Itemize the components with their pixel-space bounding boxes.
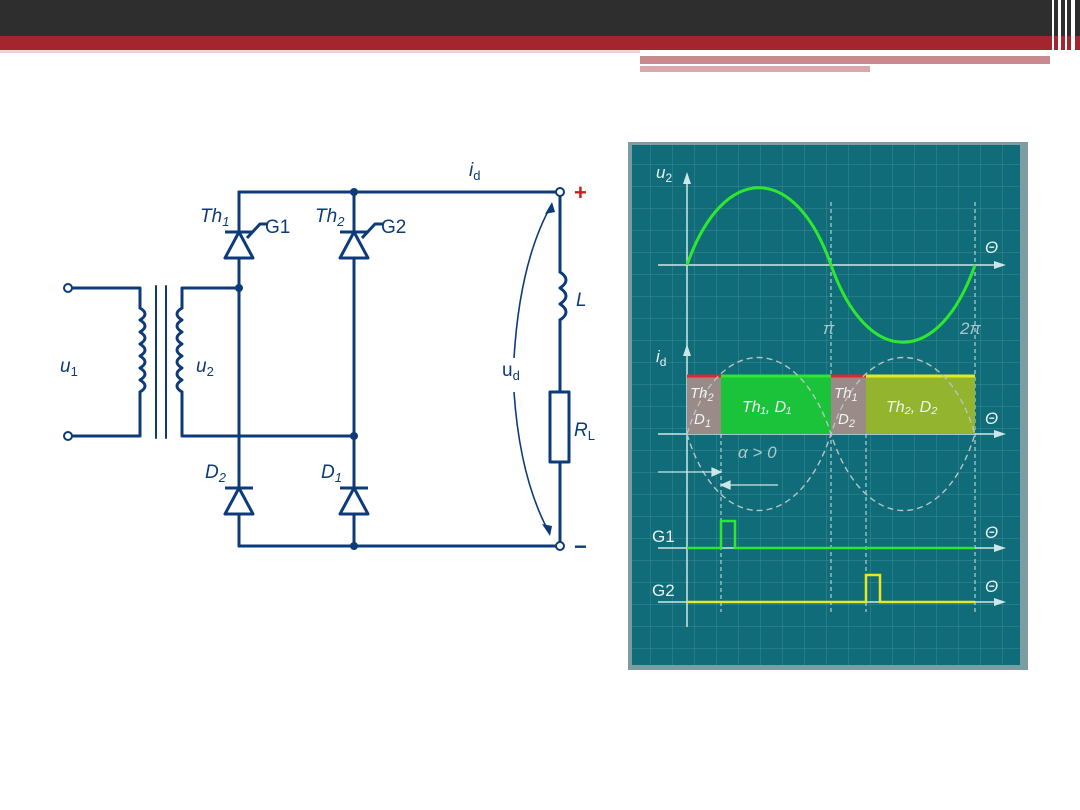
id-label: id bbox=[656, 347, 666, 369]
primary-coil bbox=[138, 306, 147, 394]
theta-label-id: Θ bbox=[985, 409, 998, 428]
slide-accent-strip-short bbox=[640, 66, 870, 72]
input-terminal-bottom bbox=[63, 431, 73, 441]
secondary-coil bbox=[175, 306, 184, 394]
id-segment-th2-d1 bbox=[687, 376, 721, 434]
slide-top-bar bbox=[0, 0, 1080, 36]
seg3-top-label: Th1 bbox=[834, 385, 858, 404]
seg4-label: Th₂, D₂ bbox=[886, 399, 937, 416]
input-wire-top bbox=[66, 286, 142, 310]
theta-label-g2: Θ bbox=[985, 577, 998, 596]
label-th2: Th2 bbox=[315, 206, 345, 229]
g2-pulse-trace bbox=[687, 573, 975, 604]
id-segment-th1-d1 bbox=[721, 376, 831, 434]
theta-label-g1: Θ bbox=[985, 523, 998, 542]
u2-sine-wave bbox=[685, 186, 977, 344]
label-resistor: RL bbox=[574, 420, 595, 443]
label-g1: G1 bbox=[265, 217, 290, 238]
label-inductor: L bbox=[576, 290, 587, 311]
label-plus: + bbox=[574, 180, 587, 205]
seg1-top-label: Th2 bbox=[690, 385, 714, 404]
diode-d2 bbox=[223, 486, 255, 516]
label-d2: D2 bbox=[205, 462, 227, 485]
slide-accent-strip bbox=[640, 56, 1050, 64]
output-terminal-minus bbox=[555, 541, 565, 551]
ud-arc-lower bbox=[513, 391, 551, 535]
input-wire-bottom bbox=[66, 414, 142, 438]
theta-label-u2: Θ bbox=[985, 238, 998, 257]
id-segment-th2-d2 bbox=[866, 376, 975, 434]
label-d1: D1 bbox=[321, 462, 342, 485]
rectifier-circuit-diagram: Th1 G1 Th2 G2 id L RL ud u1 u2 D2 D1 + − bbox=[60, 160, 595, 559]
label-id: id bbox=[469, 160, 480, 183]
g1-pulse-trace bbox=[687, 519, 975, 550]
seg1-bottom-label: D1 bbox=[694, 411, 711, 430]
pi-label: π bbox=[823, 319, 835, 338]
label-ud: ud bbox=[502, 360, 520, 383]
inductor-l bbox=[558, 270, 568, 322]
label-g2: G2 bbox=[381, 217, 406, 238]
u2-label: u2 bbox=[656, 163, 672, 185]
thyristor-th1 bbox=[223, 222, 268, 260]
g1-label: G1 bbox=[652, 527, 675, 546]
input-terminal-top bbox=[63, 283, 73, 293]
ghost-sine-negative bbox=[686, 356, 976, 512]
alpha-label: α > 0 bbox=[738, 443, 777, 462]
slide-corner-ornament bbox=[1046, 0, 1080, 72]
label-u1: u1 bbox=[60, 356, 78, 379]
ud-arc-upper bbox=[513, 203, 553, 359]
label-minus: − bbox=[574, 534, 587, 559]
output-terminal-plus bbox=[555, 187, 565, 197]
label-u2: u2 bbox=[196, 356, 214, 379]
thyristor-th2 bbox=[338, 222, 383, 260]
resistor-rl bbox=[548, 390, 571, 464]
seg2-label: Th₁, D₁ bbox=[742, 399, 791, 416]
g2-label: G2 bbox=[652, 581, 675, 600]
diode-d1 bbox=[338, 486, 370, 516]
slide-red-band bbox=[0, 36, 1080, 50]
two-pi-label: 2π bbox=[959, 319, 981, 338]
label-th1: Th1 bbox=[200, 206, 229, 229]
id-segment-th1-d2 bbox=[831, 376, 866, 434]
slide-accent-line bbox=[0, 50, 640, 53]
waveform-panel: u2 Θ π 2π id Θ α > 0 Θ Θ G1 G2 Th2 D1 Th… bbox=[628, 142, 1028, 670]
seg3-bottom-label: D2 bbox=[838, 411, 855, 430]
